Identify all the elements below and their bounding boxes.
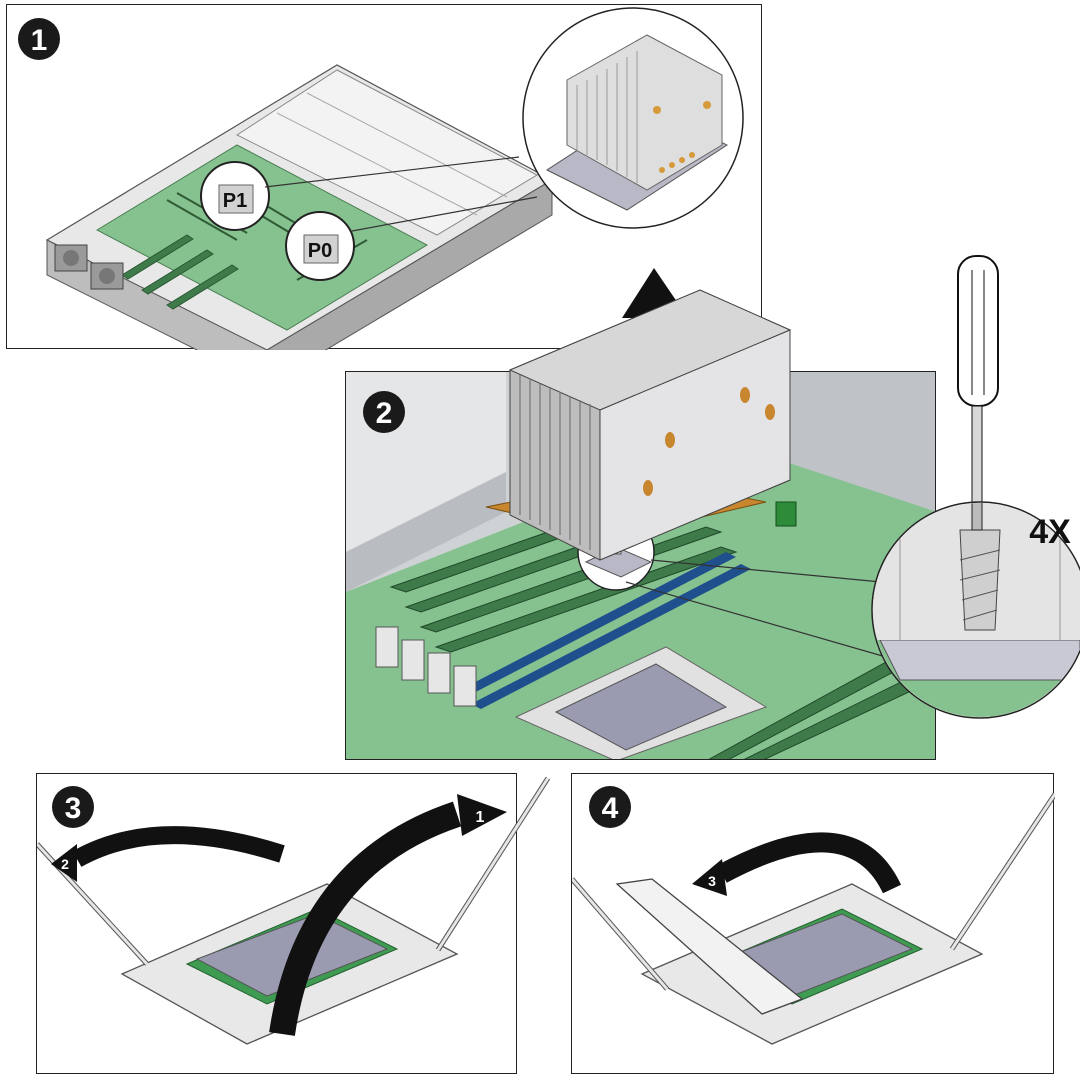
step-1-number: 1	[31, 24, 48, 57]
heatsink-zoom-illustration	[545, 34, 729, 211]
step-4-number: 4	[602, 792, 619, 825]
socket-lever-release-illustration: 1 2 3	[35, 786, 507, 1045]
motherboard	[95, 144, 429, 331]
step-1-badge	[18, 18, 60, 60]
step-3-panel: 1 2 3	[35, 773, 517, 1074]
step-1-panel: P1 P0 1	[6, 4, 762, 386]
step-4-panel: 3 4	[570, 773, 1058, 1074]
step-3-number: 3	[65, 792, 82, 825]
step-2-number: 2	[376, 397, 393, 430]
lever-1-label: 1	[476, 809, 485, 826]
load-plate	[615, 878, 804, 1015]
step-4-badge	[589, 786, 631, 828]
processor-p0-label: P0	[308, 240, 332, 262]
lever-3-label: 3	[708, 873, 716, 889]
processor-p1-label: P1	[223, 190, 247, 212]
heatsink-removal-illustration: 2	[346, 372, 935, 759]
server-chassis-illustration: P1 P0 1	[18, 7, 744, 386]
socket-load-plate-open-illustration: 3 4	[570, 786, 1058, 1045]
step-2-badge	[363, 391, 405, 433]
step-3-badge	[52, 786, 94, 828]
step-2-panel: 2	[345, 371, 936, 760]
lever-2-label: 2	[61, 856, 69, 872]
